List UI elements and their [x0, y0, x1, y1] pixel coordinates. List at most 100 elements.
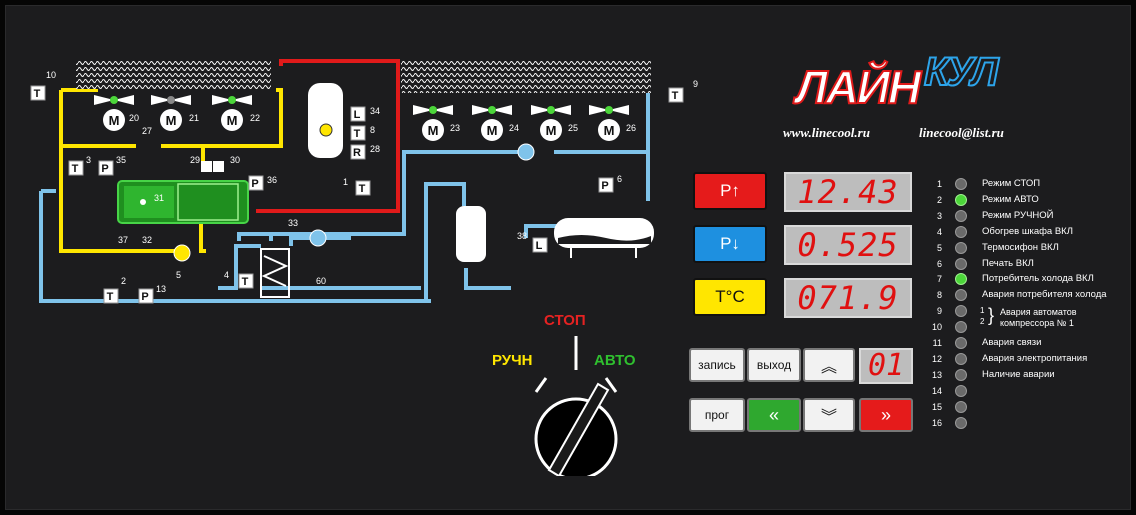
- pumps: [173, 143, 535, 262]
- sensor-icon: P: [98, 160, 114, 176]
- component-id-label: 1: [343, 177, 348, 187]
- down-button[interactable]: ︾: [803, 398, 855, 432]
- led-row: 11 Авария связи: [933, 335, 1126, 351]
- up-button[interactable]: ︽: [803, 348, 855, 382]
- led-label: Режим АВТО: [982, 193, 1039, 205]
- led-label: Потребитель холода ВКЛ: [982, 273, 1094, 285]
- selector-auto-label: АВТО: [594, 352, 636, 369]
- led-indicator-icon: [955, 368, 967, 381]
- svg-text:T: T: [354, 128, 361, 140]
- led-label: Обогрев шкафа ВКЛ: [982, 225, 1073, 237]
- mode-selector-switch[interactable]: [506, 326, 646, 476]
- component-id-label: 2: [121, 276, 126, 286]
- sensor-icon: T: [238, 273, 254, 289]
- led-number: 11: [932, 338, 942, 348]
- receiver-tank: [308, 83, 343, 158]
- led-number: 16: [931, 417, 942, 428]
- sensor-icon: L: [532, 237, 548, 253]
- component-id-label: 37: [118, 235, 128, 245]
- led-number: 15: [931, 401, 942, 412]
- component-id-label: 31: [154, 193, 164, 203]
- condenser-fans-left: [94, 95, 252, 105]
- led-indicator-icon: [955, 241, 967, 254]
- led-indicator-icon: [955, 193, 967, 206]
- led-indicator-icon: [955, 384, 967, 397]
- record-button[interactable]: запись: [689, 348, 745, 382]
- selector-pointer: [547, 382, 610, 476]
- led-row: 15: [932, 399, 1126, 415]
- svg-text:M: M: [487, 123, 498, 138]
- led-indicator-icon: [955, 289, 967, 302]
- led-row: 16: [932, 415, 1126, 431]
- component-id-label: 22: [250, 113, 260, 123]
- led-indicator-icon: [955, 178, 967, 190]
- led-number: 12: [931, 353, 942, 364]
- led-label: Авария потребителя холода: [982, 289, 1107, 301]
- component-id-label: 32: [142, 235, 152, 245]
- led-indicator-icon: [955, 305, 967, 318]
- led-row: 2 Режим АВТО: [937, 192, 1126, 208]
- sensor-icon: L: [350, 106, 366, 122]
- led-indicator-icon: [955, 321, 967, 334]
- led-label: Печать ВКЛ: [982, 257, 1034, 269]
- component-id-label: 28: [370, 144, 380, 154]
- left-button[interactable]: «: [747, 398, 801, 432]
- component-id-label: 30: [230, 155, 240, 165]
- fan-motor-icon: M: [221, 109, 243, 131]
- condenser-coil-left: [76, 59, 271, 89]
- component-id-label: 10: [46, 70, 56, 80]
- led-indicator-icon: [955, 352, 967, 365]
- fan-motor-icon: M: [598, 119, 620, 141]
- sensor-icon: T: [68, 160, 84, 176]
- component-id-label: 20: [129, 113, 139, 123]
- led-indicator-icon: [955, 337, 967, 349]
- led-number: 5: [936, 242, 942, 253]
- fan-motor-icon: M: [160, 109, 182, 131]
- temperature-button[interactable]: T°C: [693, 278, 767, 316]
- component-id-label: 6: [617, 174, 622, 184]
- blue-line: [39, 90, 650, 303]
- component-id-label: 24: [509, 123, 519, 133]
- sensor-icon: T: [668, 87, 684, 103]
- component-id-label: 35: [116, 155, 126, 165]
- sensor-icon: T: [103, 288, 119, 304]
- component-id-label: 33: [288, 218, 298, 228]
- website-link[interactable]: www.linecool.ru: [783, 125, 870, 140]
- step-display: 01: [859, 348, 913, 384]
- led-row: 9: [937, 303, 1126, 319]
- svg-text:P: P: [101, 163, 108, 175]
- component-id-label: 36: [267, 175, 277, 185]
- led-number: 2: [936, 194, 942, 205]
- right-button[interactable]: »: [859, 398, 913, 432]
- svg-text:M: M: [428, 123, 439, 138]
- led-label: Авария связи: [982, 337, 1042, 348]
- led-label: Авария электропитания: [982, 352, 1088, 364]
- svg-text:T: T: [72, 163, 79, 175]
- component-id-label: 25: [568, 123, 578, 133]
- svg-text:M: M: [604, 123, 615, 138]
- svg-text:P: P: [601, 180, 608, 192]
- sensor-icon: T: [355, 180, 371, 196]
- svg-text:P: P: [141, 291, 148, 303]
- p-low-display: 0.525: [784, 225, 912, 265]
- prog-button[interactable]: прог: [689, 398, 745, 432]
- logo-part-1: ЛАЙН: [795, 60, 922, 114]
- exit-button[interactable]: выход: [747, 348, 801, 382]
- svg-text:L: L: [536, 240, 543, 252]
- email-link[interactable]: linecool@list.ru: [919, 125, 1004, 140]
- p-low-button[interactable]: P↓: [693, 225, 767, 263]
- led-indicator-icon: [955, 209, 967, 222]
- svg-text:P: P: [251, 178, 258, 190]
- component-id-label: 8: [370, 125, 375, 135]
- fan-motor-icon: M: [540, 119, 562, 141]
- svg-text:M: M: [546, 123, 557, 138]
- svg-text:M: M: [227, 113, 238, 128]
- p-high-button[interactable]: P↑: [693, 172, 767, 210]
